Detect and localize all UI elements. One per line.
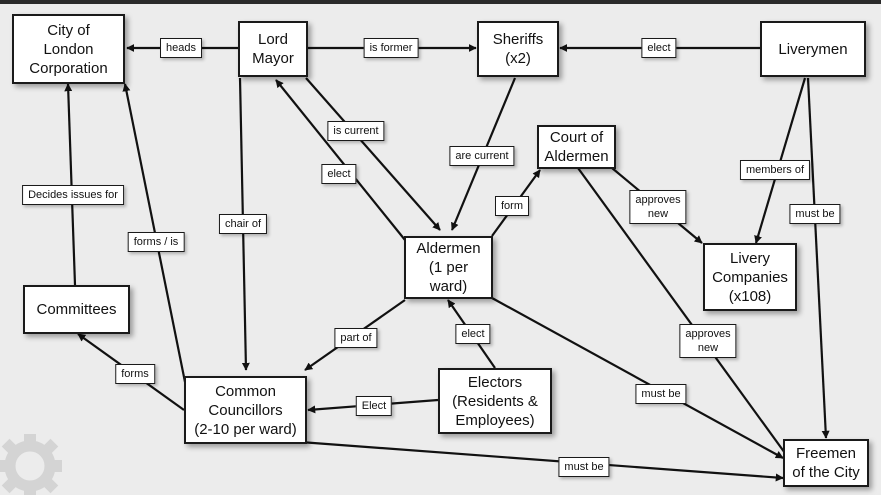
edge-label-heads: heads bbox=[160, 38, 202, 58]
gear-icon bbox=[0, 434, 62, 495]
edge-label-elect-lord-mayor: elect bbox=[321, 164, 357, 184]
edge-label-members-of: members of bbox=[739, 160, 811, 180]
edge-label-approves-new-freemen: approves new bbox=[679, 324, 737, 358]
edge-label-chair-of: chair of bbox=[218, 214, 268, 234]
edge-must-be-councillors bbox=[299, 440, 784, 482]
edge-label-must-be-aldermen: must be bbox=[635, 384, 687, 404]
top-bar bbox=[0, 0, 881, 4]
edge-label-form: form bbox=[495, 196, 529, 216]
edge-label-approves-new-livery: approves new bbox=[629, 190, 687, 224]
node-sheriffs: Sheriffs (x2) bbox=[477, 21, 559, 77]
node-aldermen: Aldermen (1 per ward) bbox=[404, 236, 493, 299]
node-lord-mayor: Lord Mayor bbox=[238, 21, 308, 77]
edge-elect-lord-mayor bbox=[275, 79, 406, 241]
edge-must-be-aldermen bbox=[491, 297, 784, 459]
node-electors: Electors (Residents & Employees) bbox=[438, 368, 552, 434]
edge-label-is-former: is former bbox=[363, 38, 419, 58]
edge-label-are-current: are current bbox=[449, 146, 515, 166]
edge-label-part-of: part of bbox=[334, 328, 378, 348]
node-committees: Committees bbox=[23, 285, 130, 334]
node-liverymen: Liverymen bbox=[760, 21, 866, 77]
node-livery-companies: Livery Companies (x108) bbox=[703, 243, 797, 311]
edge-approves-new-freemen bbox=[577, 167, 791, 461]
edge-label-must-be-councillors: must be bbox=[558, 457, 610, 477]
node-common-councillors: Common Councillors (2-10 per ward) bbox=[184, 376, 307, 444]
edge-label-forms-is: forms / is bbox=[127, 232, 185, 252]
node-freemen-of-the-city: Freemen of the City bbox=[783, 439, 869, 487]
edge-label-decides-issues-for: Decides issues for bbox=[22, 185, 124, 205]
edge-label-forms: forms bbox=[115, 364, 155, 384]
edge-label-is-current: is current bbox=[327, 121, 385, 141]
edge-must-be-liverymen bbox=[806, 77, 830, 439]
edge-label-must-be-liverymen: must be bbox=[789, 204, 841, 224]
node-court-of-aldermen: Court of Aldermen bbox=[537, 125, 616, 169]
edge-label-elect-councillors: Elect bbox=[355, 396, 393, 416]
edge-label-elect-aldermen: elect bbox=[455, 324, 491, 344]
edge-decides-issues-for bbox=[64, 83, 77, 286]
edge-label-elect-sheriffs: elect bbox=[641, 38, 677, 58]
node-city-of-london-corporation: City of London Corporation bbox=[12, 14, 125, 84]
edge-is-current bbox=[305, 77, 441, 231]
